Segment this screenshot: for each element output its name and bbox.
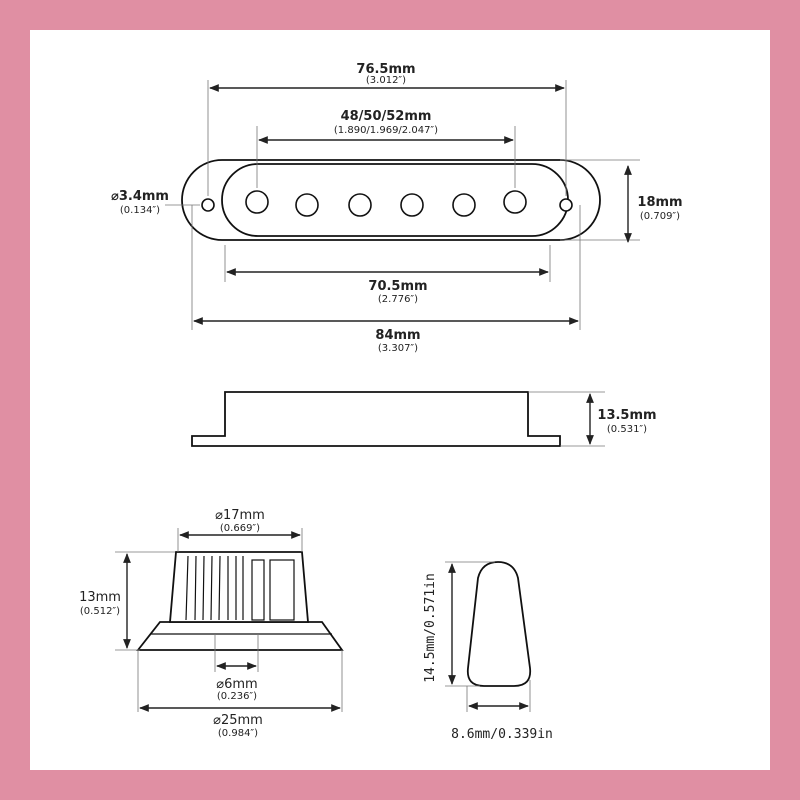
dim-hole-diameter-metric: ⌀3.4mm	[111, 189, 169, 204]
dim-tip-width: 8.6mm/0.339in	[451, 727, 553, 742]
switch-tip-outline	[466, 561, 532, 687]
dim-76-5-imperial: (3.012″)	[366, 75, 406, 86]
pickup-cover-top-view: 76.5mm (3.012″) 48/50/52mm (1.890/1.969/…	[111, 62, 683, 354]
dim-70-5-metric: 70.5mm	[368, 279, 427, 294]
dim-84-imperial: (3.307″)	[378, 343, 418, 354]
knob-flat-1	[251, 559, 265, 621]
pickup-cover-side-view: 13.5mm (0.531″)	[191, 391, 657, 447]
dim-knob-6-metric: ⌀6mm	[216, 677, 257, 692]
dim-knob-13-imperial: (0.512″)	[80, 606, 120, 617]
dim-48-50-52-imperial: (1.890/1.969/2.047″)	[334, 125, 438, 136]
dim-hole-diameter-imperial: (0.134″)	[120, 205, 160, 216]
pole-hole-1	[245, 190, 269, 214]
dim-tip-height: 14.5mm/0.571in	[423, 573, 438, 683]
knob-body	[169, 551, 309, 623]
pole-hole-4	[400, 193, 424, 217]
dim-knob-17-imperial: (0.669″)	[220, 523, 260, 534]
pole-hole-5	[452, 193, 476, 217]
dim-18-metric: 18mm	[637, 195, 682, 210]
dim-knob-25-imperial: (0.984″)	[218, 728, 258, 739]
dim-knob-25-metric: ⌀25mm	[213, 713, 263, 728]
pole-hole-3	[348, 193, 372, 217]
knob-drawing: ⌀17mm (0.669″) 13mm (0.512″) ⌀6mm (0.236…	[79, 508, 344, 739]
pole-hole-6	[503, 190, 527, 214]
dim-18-imperial: (0.709″)	[640, 211, 680, 222]
dim-48-50-52-metric: 48/50/52mm	[341, 109, 432, 124]
dim-knob-13-metric: 13mm	[79, 590, 121, 605]
switch-tip-drawing: 14.5mm/0.571in 8.6mm/0.339in	[423, 561, 553, 742]
side-profile-outline	[191, 391, 561, 447]
knob-skirt	[136, 621, 344, 651]
mount-hole-left	[201, 198, 215, 212]
dim-13-5-metric: 13.5mm	[597, 408, 656, 423]
dim-knob-6-imperial: (0.236″)	[217, 691, 257, 702]
dim-84-metric: 84mm	[375, 328, 420, 343]
dim-13-5-imperial: (0.531″)	[607, 424, 647, 435]
cover-outline	[221, 163, 569, 237]
dim-knob-17-metric: ⌀17mm	[215, 508, 265, 523]
knob-knurl	[185, 555, 244, 621]
diagram-frame: 76.5mm (3.012″) 48/50/52mm (1.890/1.969/…	[30, 30, 770, 770]
pole-hole-2	[295, 193, 319, 217]
dim-70-5-imperial: (2.776″)	[378, 294, 418, 305]
dimension-drawing: 76.5mm (3.012″) 48/50/52mm (1.890/1.969/…	[79, 62, 683, 742]
dim-76-5-metric: 76.5mm	[356, 62, 415, 77]
mount-hole-right	[559, 198, 573, 212]
knob-flat-2	[269, 559, 295, 621]
